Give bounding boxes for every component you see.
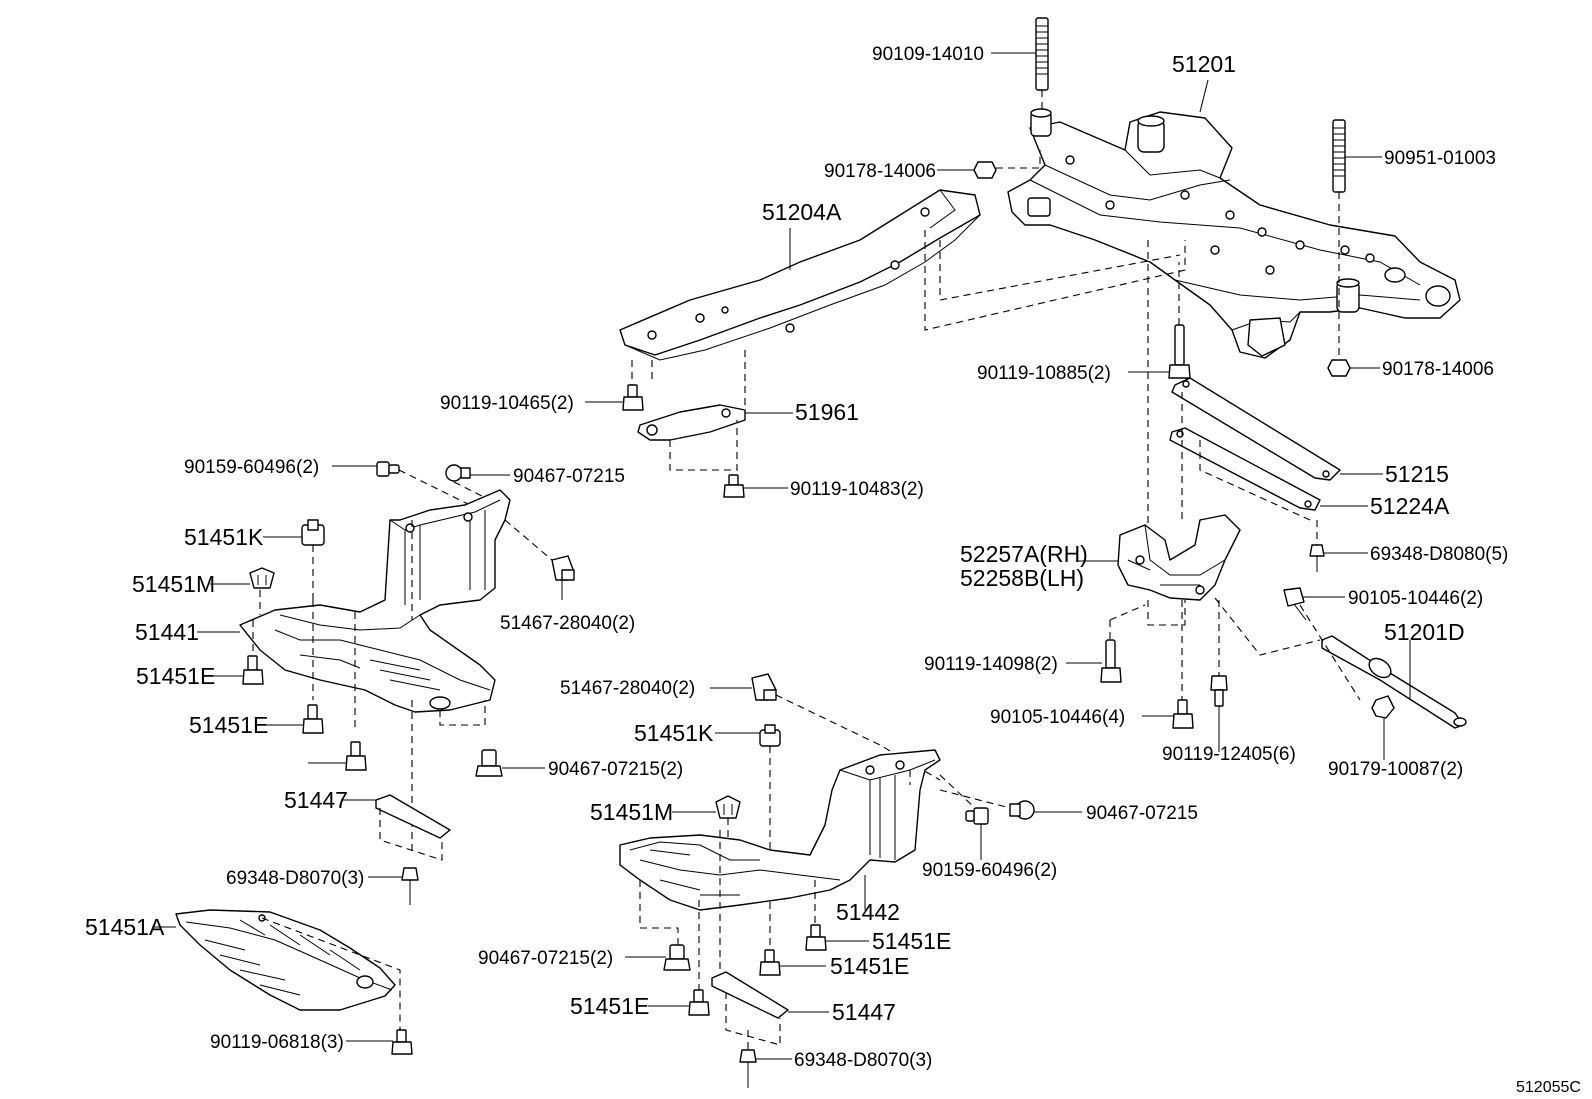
bolt-90119-06818 <box>391 1029 413 1055</box>
rod-51201D <box>1321 635 1467 729</box>
bracket-51447-mid <box>711 971 789 1019</box>
bolt-90119-10885 <box>1168 324 1191 379</box>
bolt-51451E-a <box>242 655 264 685</box>
label-51467-28040-b: 51467-28040(2) <box>560 678 695 699</box>
label-90951-01003: 90951-01003 <box>1384 148 1496 169</box>
label-90119-10483: 90119-10483(2) <box>790 479 924 500</box>
label-90119-14098: 90119-14098(2) <box>924 654 1058 675</box>
nut-51451K-mid <box>759 724 781 747</box>
label-52257A: 52257A(RH) <box>960 541 1088 567</box>
label-51451K-left: 51451K <box>184 524 264 550</box>
label-51451E-d: 51451E <box>830 953 909 979</box>
label-51467-28040-a: 51467-28040(2) <box>500 613 635 634</box>
bracket-51961 <box>637 404 746 441</box>
grommet-51467-28040-b <box>751 673 777 701</box>
bolt-90119-10465 <box>622 384 644 411</box>
bracket-51447-left <box>375 794 451 839</box>
clip-69348-D8070-left <box>401 867 419 905</box>
label-90105-10446-4: 90105-10446(4) <box>990 707 1125 728</box>
nut-90178-14006-top <box>973 161 997 179</box>
brace-51224A <box>1169 427 1321 511</box>
engine-undercover-51441 <box>239 489 511 713</box>
label-51447-mid: 51447 <box>832 999 896 1025</box>
label-51451E-a: 51451E <box>136 663 215 689</box>
bolt-90105-10446-4 <box>1172 699 1194 729</box>
label-90109-14010: 90109-14010 <box>872 44 984 65</box>
bolt-90159-60496-mid <box>965 807 989 825</box>
label-90178-14006-right: 90178-14006 <box>1382 359 1494 380</box>
label-69348-D8070-mid: 69348-D8070(3) <box>794 1050 932 1071</box>
label-51215: 51215 <box>1385 461 1449 487</box>
nut-90179-10087 <box>1371 695 1395 719</box>
label-51201D: 51201D <box>1384 619 1465 645</box>
label-90467-07215-c: 90467-07215 <box>1086 803 1198 824</box>
clip-69348-D8080 <box>1309 544 1325 572</box>
label-90105-10446-2: 90105-10446(2) <box>1348 588 1483 609</box>
engine-undercover-51442 <box>619 749 941 911</box>
bolt-90119-10483 <box>723 474 745 498</box>
label-69348-D8080: 69348-D8080(5) <box>1370 544 1508 565</box>
label-90159-60496-left: 90159-60496(2) <box>184 457 319 478</box>
clip-69348-D8070-mid <box>739 1049 757 1088</box>
clip-90467-07215-b <box>475 749 503 777</box>
bolt-90119-12405 <box>1210 675 1228 707</box>
undercover-51451A <box>175 909 396 1011</box>
label-90178-14006-top: 90178-14006 <box>824 161 936 182</box>
label-51451E-e: 51451E <box>570 993 649 1019</box>
bolt-51451E-d <box>759 949 781 976</box>
bolt-51451E-e <box>688 989 710 1016</box>
label-90467-07215-b: 90467-07215(2) <box>548 759 683 780</box>
bracket-52257A-52258B <box>1117 514 1241 601</box>
label-51451M-left: 51451M <box>132 571 215 597</box>
label-51447-left: 51447 <box>284 787 348 813</box>
label-90119-12405: 90119-12405(6) <box>1162 744 1296 765</box>
bolt-90105-10446-2 <box>1283 587 1307 621</box>
label-51451M-mid: 51451M <box>590 799 673 825</box>
label-51451A: 51451A <box>85 914 165 940</box>
label-90159-60496-mid: 90159-60496(2) <box>922 860 1057 881</box>
label-51224A: 51224A <box>1370 493 1450 519</box>
crossmember-51201 <box>1007 108 1461 359</box>
diagram-code: 512055C <box>1516 1079 1581 1096</box>
bolt-90119-14098 <box>1100 639 1122 683</box>
stud-90951-01003 <box>1332 119 1346 193</box>
bolt-51451E-c <box>805 924 827 951</box>
grommet-51467-28040-a <box>551 555 575 581</box>
brace-51215 <box>1171 377 1341 481</box>
label-90119-06818: 90119-06818(3) <box>210 1032 344 1053</box>
label-90467-07215-a: 90467-07215 <box>513 466 625 487</box>
label-51451E-b: 51451E <box>189 712 268 738</box>
label-51451E-c: 51451E <box>872 928 951 954</box>
stud-90109-14010 <box>1035 17 1049 91</box>
label-90119-10885: 90119-10885(2) <box>977 363 1111 384</box>
clip-51451M-left <box>249 567 275 589</box>
clip-90467-07215-d <box>663 944 691 971</box>
member-51204A <box>619 189 981 361</box>
label-51204A: 51204A <box>762 199 842 225</box>
label-90179-10087: 90179-10087(2) <box>1328 759 1463 780</box>
bolt-51451E-b <box>302 704 324 734</box>
clip-90467-07215-c <box>1009 800 1035 820</box>
label-90467-07215-d: 90467-07215(2) <box>478 948 613 969</box>
label-51442: 51442 <box>836 899 900 925</box>
clip-51451M-mid <box>715 795 741 819</box>
bolt-90159-60496-left <box>376 461 400 477</box>
bolt-unlabeled <box>345 741 367 771</box>
nut-90178-14006-right <box>1327 359 1351 377</box>
label-51451K-mid: 51451K <box>634 720 714 746</box>
label-51201: 51201 <box>1172 51 1236 77</box>
nut-51451K-left <box>301 519 325 546</box>
label-51961: 51961 <box>795 399 859 425</box>
clip-90467-07215-a <box>445 464 471 482</box>
label-52258B: 52258B(LH) <box>960 565 1084 591</box>
label-51441: 51441 <box>135 619 199 645</box>
label-90119-10465: 90119-10465(2) <box>440 393 574 414</box>
label-69348-D8070-left: 69348-D8070(3) <box>226 868 364 889</box>
